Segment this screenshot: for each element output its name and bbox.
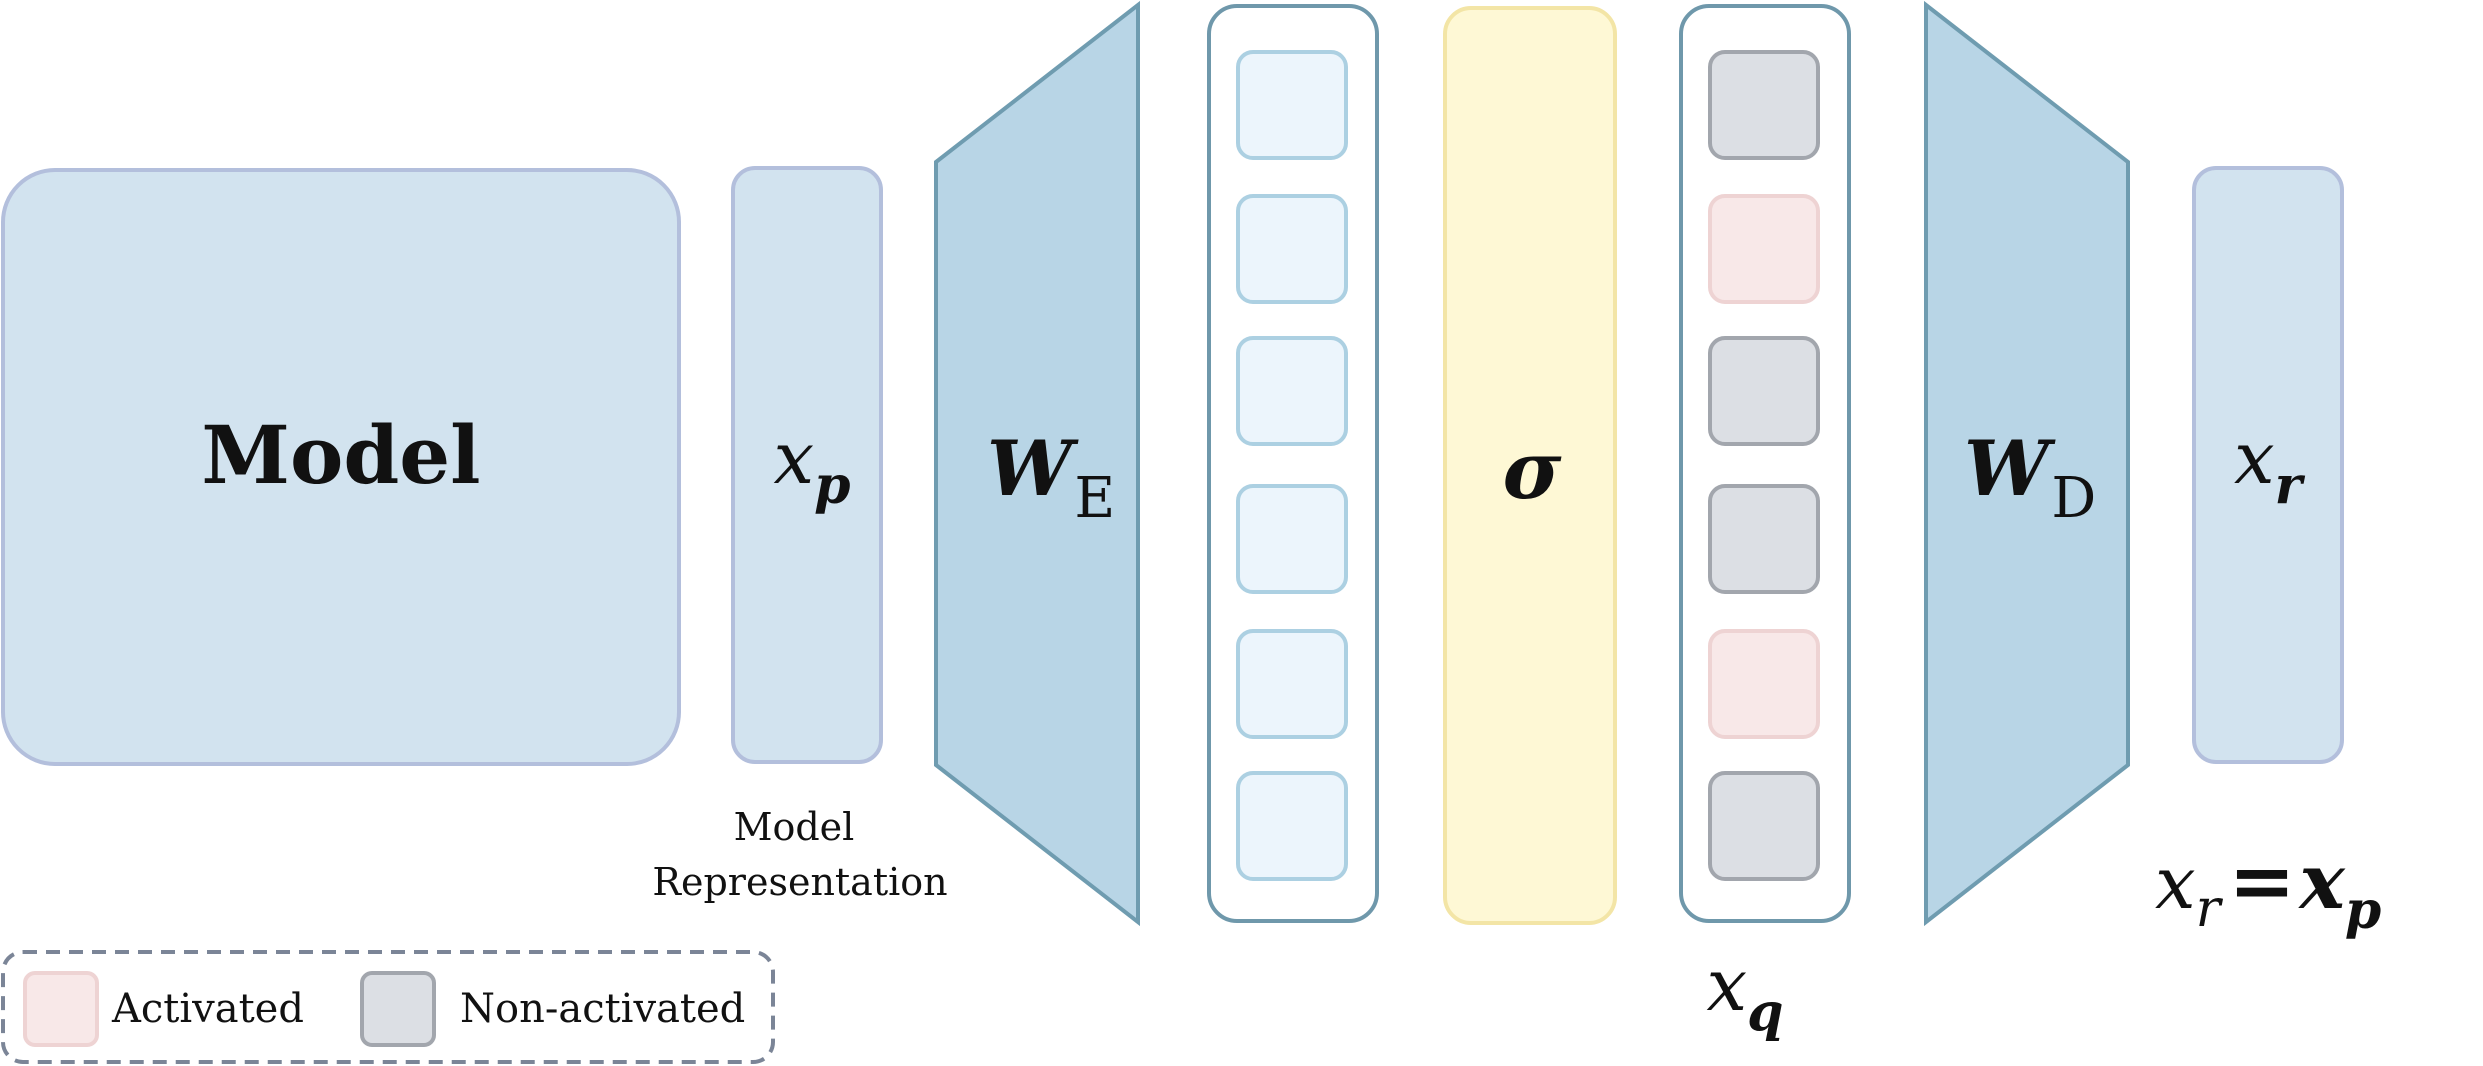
model-block <box>1 168 681 766</box>
latent-cell <box>1236 771 1348 881</box>
xp-representation-block <box>731 166 883 764</box>
latent-cell <box>1236 484 1348 594</box>
xq-cell-non-activated <box>1708 336 1820 446</box>
model-representation-caption: Model Representation <box>652 805 947 904</box>
latent-cell <box>1236 336 1348 446</box>
latent-cell <box>1236 194 1348 304</box>
latent-cell <box>1236 629 1348 739</box>
latent-cell <box>1236 50 1348 160</box>
latent-cells <box>1236 50 1348 881</box>
sigma-activation-block <box>1443 6 1617 925</box>
sigma-label: σ <box>1503 423 1562 517</box>
xq-cell-non-activated <box>1708 484 1820 594</box>
reconstruction-equation: xr=xp <box>2155 833 2381 941</box>
decoder-weight-trapezoid <box>1924 0 2130 927</box>
xq-cell-activated <box>1708 629 1820 739</box>
xq-cells <box>1708 50 1820 881</box>
legend-activated-label: Activated <box>111 986 304 1032</box>
legend-non-activated-swatch <box>360 971 436 1047</box>
xq-label: xq <box>1707 943 1784 1043</box>
xq-cell-activated <box>1708 194 1820 304</box>
xq-cell-non-activated <box>1708 771 1820 881</box>
legend-activated-swatch <box>23 971 99 1047</box>
xp-label: xp <box>774 416 851 516</box>
encoder-weight-label: WE <box>987 424 1115 531</box>
xr-label: xr <box>2234 416 2306 516</box>
decoder-weight-label: WD <box>1964 424 2096 531</box>
legend-non-activated-label: Non-activated <box>460 986 745 1032</box>
model-label: Model <box>201 408 480 502</box>
xr-reconstruction-block <box>2192 166 2344 764</box>
encoder-weight-trapezoid <box>934 0 1140 927</box>
xq-cell-non-activated <box>1708 50 1820 160</box>
